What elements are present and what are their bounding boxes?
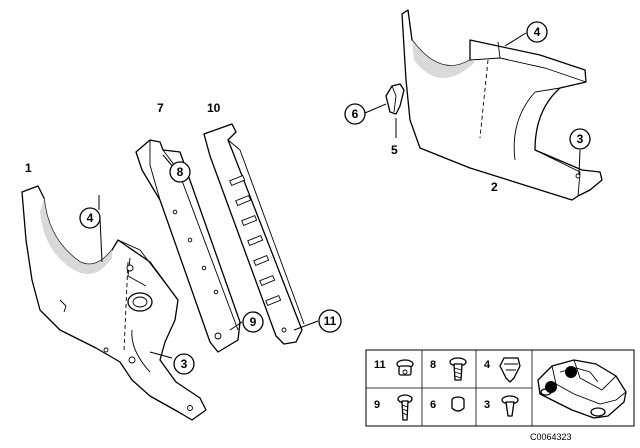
fastener-screw-icon — [449, 357, 467, 381]
legend-panel: 11 8 4 9 6 3 — [365, 349, 635, 427]
svg-text:6: 6 — [352, 107, 359, 121]
svg-text:4: 4 — [87, 211, 94, 225]
legend-11: 11 — [374, 359, 386, 371]
legend-4: 4 — [484, 359, 491, 371]
diagram-code: C0064323 — [530, 432, 572, 442]
label-1: 1 — [25, 161, 32, 175]
label-7: 7 — [157, 101, 164, 115]
legend-3: 3 — [484, 399, 490, 411]
fastener-push-clip-icon — [501, 395, 519, 417]
label-2: 2 — [491, 180, 498, 194]
label-5: 5 — [391, 143, 398, 157]
callout-9[interactable]: 9 — [242, 311, 264, 333]
svg-text:8: 8 — [177, 165, 184, 179]
callout-3-left[interactable]: 3 — [173, 353, 195, 375]
callout-8[interactable]: 8 — [169, 161, 191, 183]
svg-text:4: 4 — [534, 25, 541, 39]
callout-4-left[interactable]: 4 — [79, 207, 101, 229]
svg-text:9: 9 — [250, 315, 257, 329]
callout-4-right[interactable]: 4 — [526, 21, 548, 43]
part-10-perforated-strip — [203, 123, 305, 345]
part-1-trim-panel — [21, 185, 207, 421]
callout-11-diagram[interactable]: 11 — [318, 309, 342, 333]
label-10: 10 — [207, 101, 221, 115]
fastener-expanding-rivet-icon — [396, 359, 414, 376]
callout-6[interactable]: 6 — [344, 103, 366, 125]
car-location-icon — [537, 359, 627, 419]
fastener-long-screw-icon — [397, 394, 413, 421]
fastener-grommet-icon — [451, 396, 465, 412]
fastener-clip-nut-icon — [499, 357, 521, 383]
leader-lines — [98, 32, 581, 359]
part-6-clip — [385, 83, 405, 115]
svg-text:3: 3 — [577, 132, 584, 146]
part-2-trim-panel — [401, 9, 603, 201]
callout-3-right[interactable]: 3 — [569, 128, 591, 150]
strip-slots — [229, 174, 282, 306]
legend-9: 9 — [374, 399, 380, 411]
svg-text:3: 3 — [181, 357, 188, 371]
legend-6: 6 — [430, 399, 436, 411]
svg-text:11: 11 — [324, 314, 337, 328]
legend-8: 8 — [430, 359, 436, 371]
